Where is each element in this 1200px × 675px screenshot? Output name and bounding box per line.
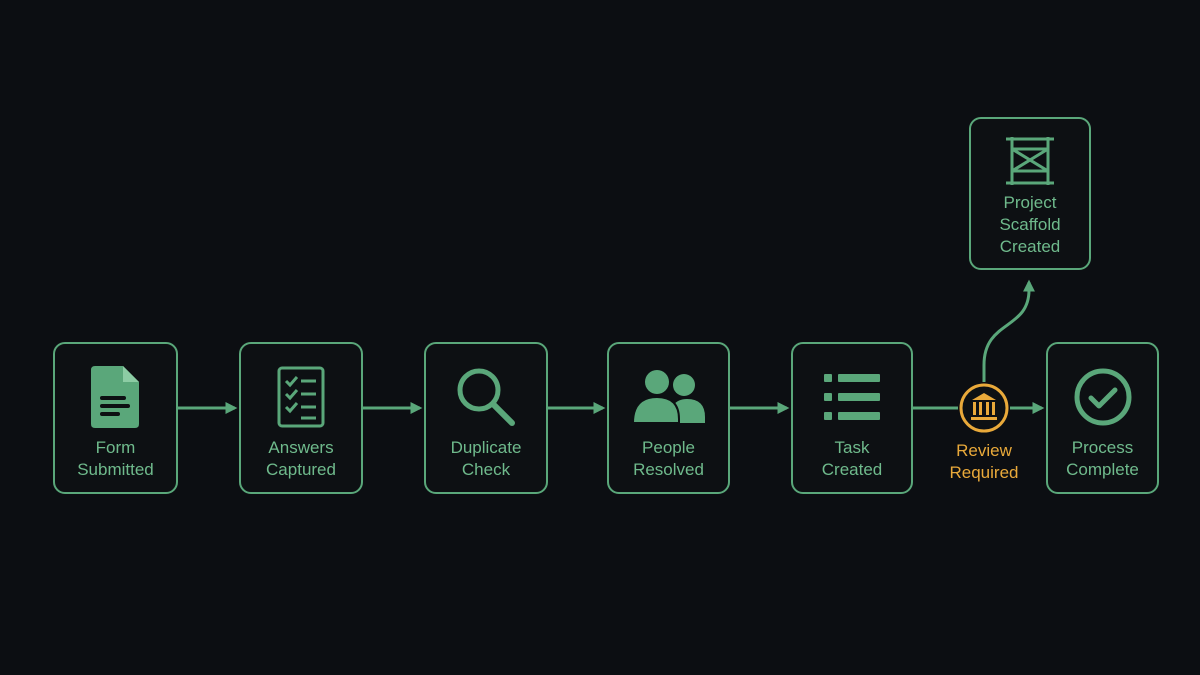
list-icon [824, 374, 880, 420]
people-icon [632, 370, 705, 424]
review-gateway [959, 383, 1009, 433]
step-form-submitted: Form Submitted [53, 342, 178, 494]
step-label: Form Submitted [77, 438, 154, 479]
step-label: Project Scaffold Created [999, 193, 1061, 256]
checklist-icon [277, 366, 325, 428]
step-label: People Resolved [633, 438, 704, 479]
scaffold-icon [1006, 137, 1054, 185]
bank-icon [971, 393, 997, 420]
review-label: Review Required [949, 441, 1019, 482]
branch-project-scaffold-created: Project Scaffold Created [969, 117, 1091, 270]
step-process-complete: Process Complete [1046, 342, 1159, 494]
step-answers-captured: Answers Captured [239, 342, 363, 494]
step-label: Process Complete [1066, 438, 1139, 479]
step-label: Task Created [821, 438, 883, 479]
arrow-review-to-project [982, 279, 1035, 382]
step-people-resolved: People Resolved [607, 342, 730, 494]
step-duplicate-check: Duplicate Check [424, 342, 548, 494]
check-circle-icon [1074, 368, 1131, 426]
step-label: Answers Captured [266, 438, 336, 479]
magnifier-icon [457, 368, 515, 426]
step-task-created: Task Created [791, 342, 913, 494]
document-icon [90, 366, 139, 428]
step-label: Duplicate Check [450, 438, 522, 479]
